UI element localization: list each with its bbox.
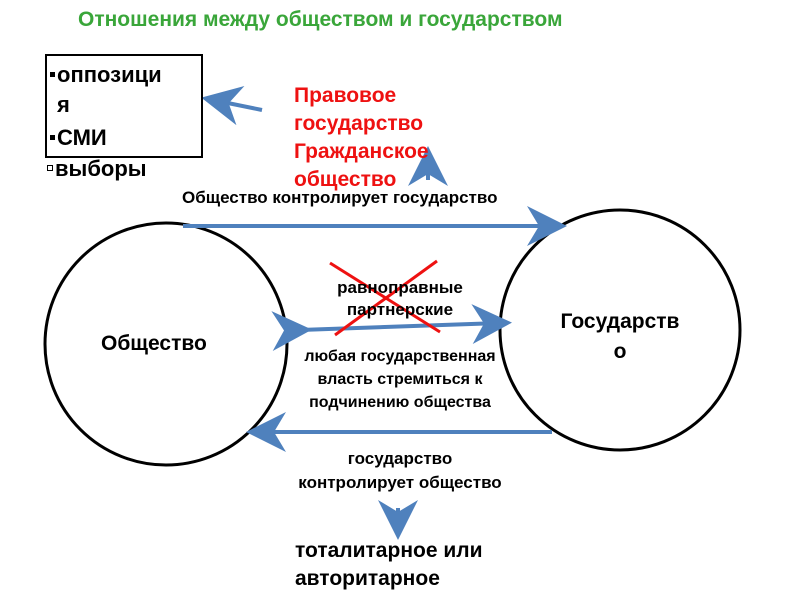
- means-item-media: СМИ: [50, 125, 107, 151]
- page-title: Отношения между обществом и государством: [78, 8, 563, 31]
- label-society-controls: Общество контролирует государство: [182, 188, 498, 207]
- label-subordination: любая государственная власть стремиться …: [304, 348, 496, 411]
- bullet-icon: [50, 71, 55, 77]
- means-box: [45, 54, 203, 158]
- society-label: Общество: [101, 332, 207, 355]
- bullet-icon: [47, 165, 53, 172]
- democratic-line-4: общество: [294, 168, 397, 191]
- arrow-to-means: [201, 86, 263, 126]
- means-item-opposition: оппозици: [50, 62, 162, 88]
- label-equal-partners: равноправные партнерские: [337, 278, 463, 319]
- label-state-controls: государство контролирует общество: [298, 449, 502, 492]
- democratic-line-3: Гражданское: [294, 140, 429, 163]
- totalitarian-outcome: тоталитарное или авторитарное: [295, 539, 483, 590]
- red-cross-line-2: [334, 259, 438, 337]
- democratic-line-1: Правовое: [294, 84, 397, 107]
- democratic-line-2: государство: [294, 112, 424, 135]
- state-label: Государств о: [560, 310, 680, 363]
- means-item-elections: выборы: [47, 156, 147, 182]
- democratic-outcome: Правовое государство Гражданское обществ…: [294, 82, 429, 194]
- means-item-opposition-cont: я: [57, 92, 70, 117]
- arrow-partnership: [271, 303, 512, 351]
- bullet-icon: [50, 134, 55, 140]
